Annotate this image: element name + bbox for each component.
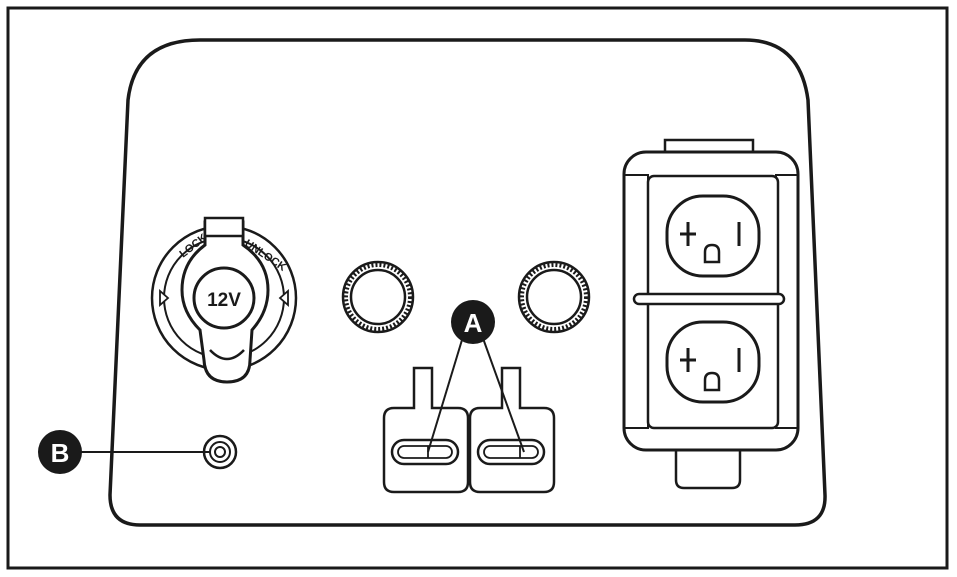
lock-arrow-icon [159,289,170,307]
usb-port-right[interactable] [468,366,556,494]
cap-hinge-tab [203,216,245,238]
dc-12v-socket: LOCK UNLOCK 12V [150,216,298,384]
callout-b-label: B [51,438,70,468]
callout-a-label: A [464,308,483,338]
socket-label: 12V [207,290,241,311]
socket-face [192,266,256,330]
circuit-breaker-right[interactable] [517,260,591,334]
ground-hole-icon [703,243,721,264]
t-slot-icon [680,348,696,372]
callout-a-badge: A [451,300,495,344]
outlet-bottom-tab [674,444,742,490]
cap-bottom-tab [209,349,245,361]
ac-outlet-assembly [622,138,800,490]
figure-frame [6,6,949,570]
callout-a-leader-right [479,329,525,453]
t-slot-icon [680,222,696,246]
unlock-arrow-icon [278,289,289,307]
outlet-divider [632,292,786,306]
callout-b-badge: B [38,430,82,474]
ac-receptacle-top[interactable] [665,194,761,278]
usb-port-left[interactable] [382,366,470,494]
callout-a-leader-left [427,329,466,453]
ground-hole-icon [703,371,721,392]
circuit-breaker-left[interactable] [341,260,415,334]
ac-receptacle-bottom[interactable] [665,320,761,404]
